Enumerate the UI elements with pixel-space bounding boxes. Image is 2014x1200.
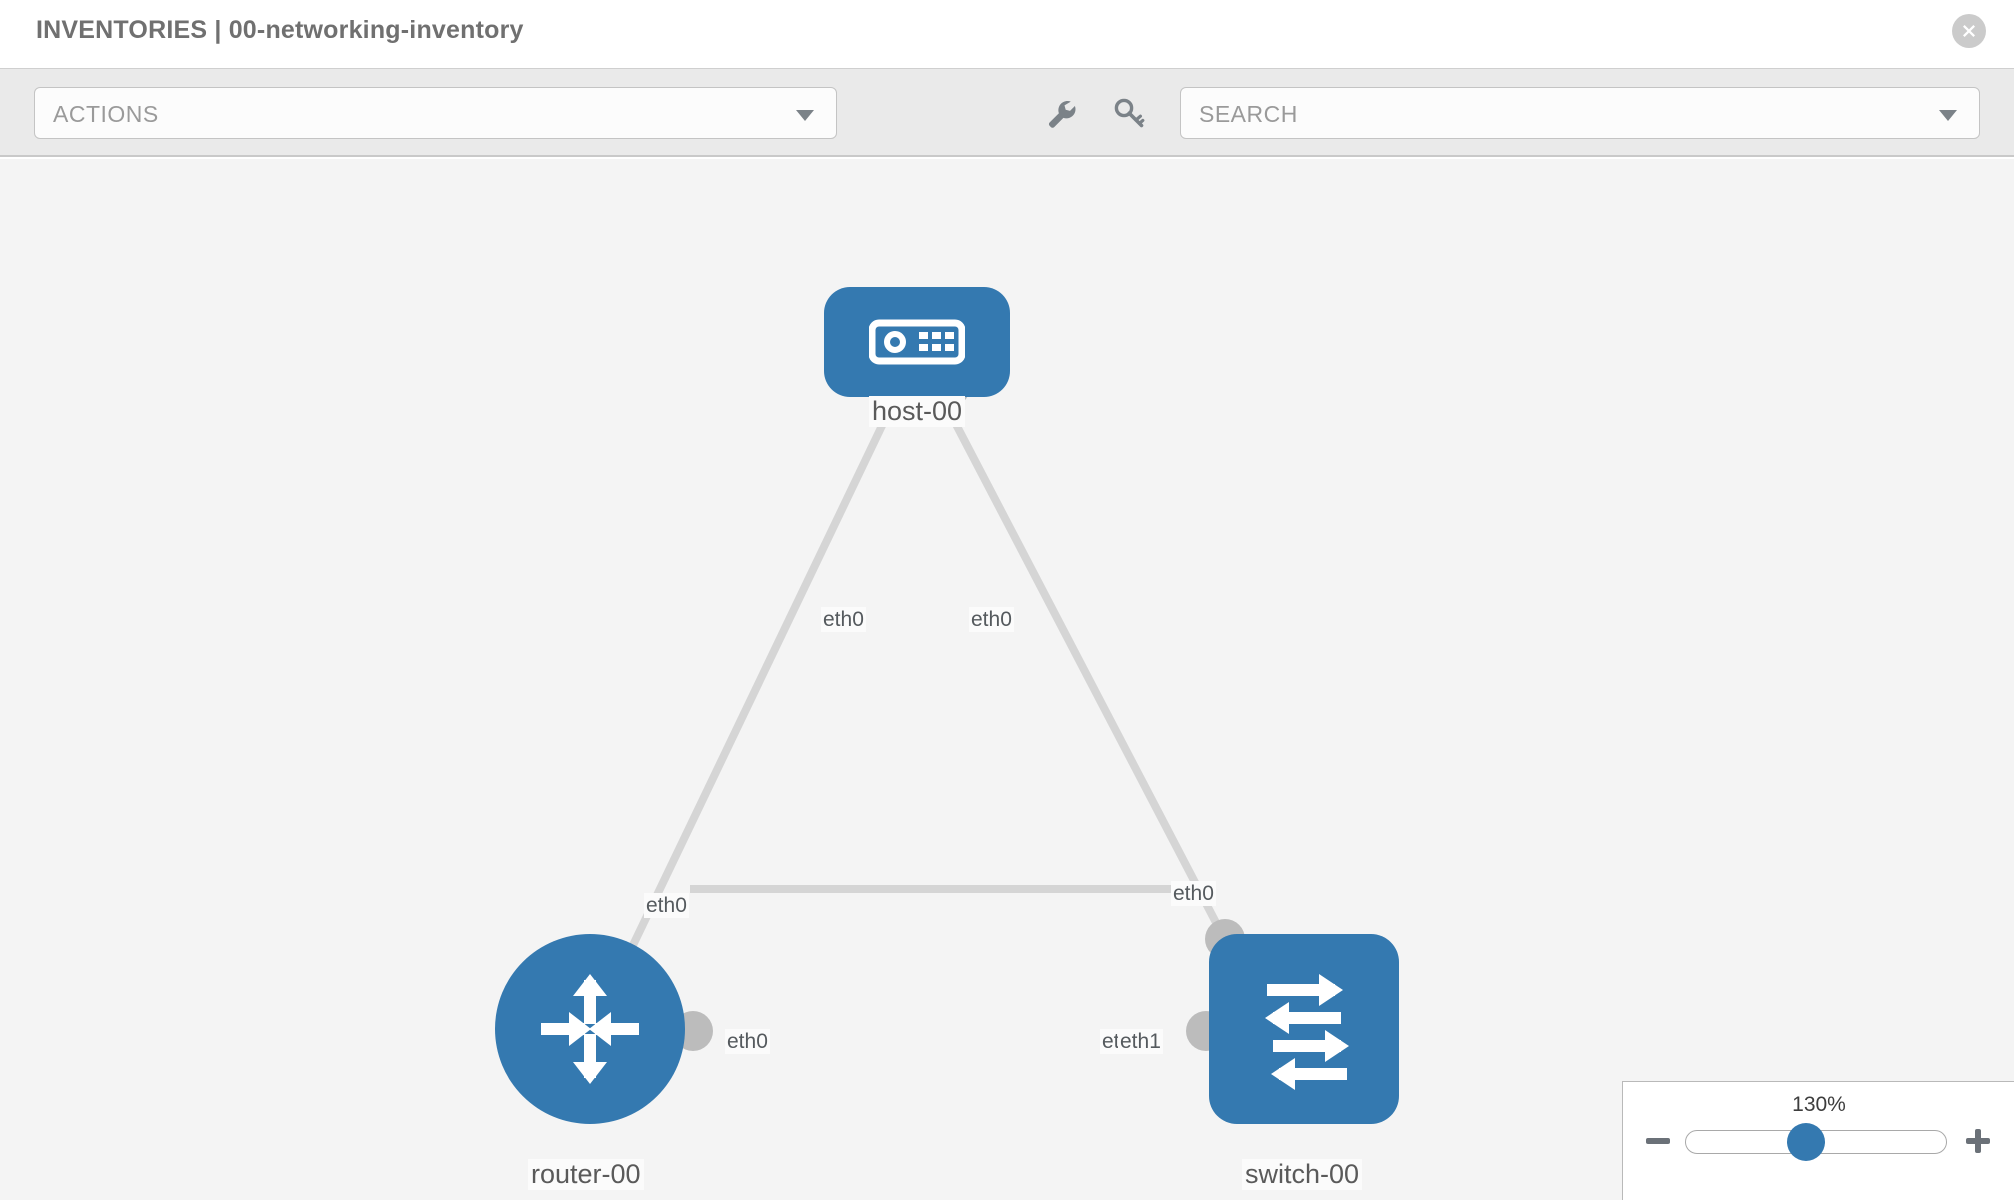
toolbar: ACTIONS SEARCH [0,68,2014,157]
zoom-out-button[interactable] [1643,1126,1673,1156]
edge-label-router-right: eth0 [725,1029,770,1055]
router-node-shape[interactable] [495,934,685,1124]
search-input[interactable]: SEARCH [1180,87,1980,139]
topology-canvas[interactable]: host-00 [0,159,2014,1200]
edge-label-host-right: eth0 [969,607,1014,633]
chevron-down-icon[interactable] [1939,110,1957,121]
edge-label-host-left: eth0 [821,607,866,633]
wrench-icon[interactable] [1045,97,1079,131]
page-title: INVENTORIES | 00-networking-inventory [36,16,524,44]
server-icon [869,319,965,365]
zoom-level-value: 130% [1792,1093,1846,1116]
key-icon[interactable] [1113,97,1147,131]
zoom-slider-thumb[interactable] [1787,1123,1825,1161]
actions-dropdown-label: ACTIONS [53,101,159,127]
topology-node-router-00[interactable] [495,934,685,1124]
router-arrows-icon [541,974,639,1084]
topology-node-label-host-00: host-00 [869,396,966,428]
edge-label-switch-up: eth0 [1171,881,1216,907]
host-node-shape[interactable] [824,287,1010,397]
topology-node-label-router-00: router-00 [528,1159,644,1191]
switch-node-shape[interactable] [1209,934,1399,1124]
chevron-down-icon [796,110,814,121]
page-header: INVENTORIES | 00-networking-inventory [0,0,2014,68]
actions-dropdown[interactable]: ACTIONS [34,87,837,139]
topology-node-switch-00[interactable] [1209,934,1399,1124]
edge-label-switch-left: eth1 [1118,1029,1163,1055]
zoom-control-panel: 130% [1622,1081,2014,1200]
search-placeholder: SEARCH [1199,101,1298,127]
topology-node-label-switch-00: switch-00 [1242,1159,1363,1191]
zoom-in-button[interactable] [1963,1126,1993,1156]
close-icon[interactable] [1952,14,1986,48]
switch-arrows-icon [1265,974,1349,1090]
topology-node-host-00[interactable] [824,287,1010,397]
edge-label-router-up: eth0 [644,893,689,919]
